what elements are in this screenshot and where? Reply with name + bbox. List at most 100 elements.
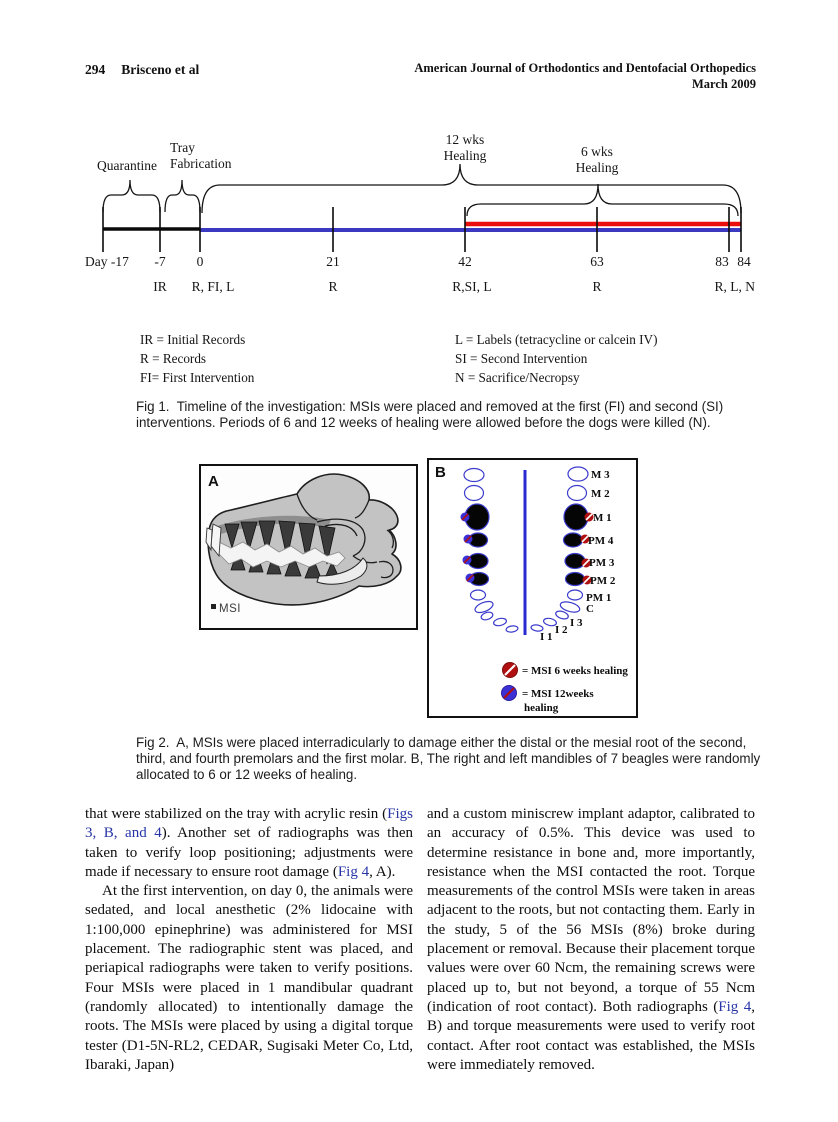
panel-b-letter: B [435,464,446,481]
body-paragraph: At the first intervention, on day 0, the… [85,882,413,1075]
tooth-i2-right [543,617,557,627]
body-text-segment: ). Another set of radiographs was then t… [85,825,413,880]
legend-item: N = Sacrifice/Necropsy [455,370,580,386]
msi-markers-12wk [460,512,475,583]
event-label: R, L, N [715,279,756,294]
body-text-segment: that were stabilized on the tray with ac… [85,806,388,822]
12wks-healing-brace [201,163,742,214]
tooth-m3-right [567,466,589,482]
day-label: 83 [715,254,729,269]
tooth-pm2-right [564,571,586,587]
msi-markers-6wk [580,512,594,585]
body-column-left: that were stabilized on the tray with ac… [85,805,413,1075]
legend-item: IR = Initial Records [140,332,246,347]
abbreviation-legend-left: IR = Initial Records R = Records FI= Fir… [140,330,254,388]
phase-12wks-label-line2: Healing [444,148,487,163]
tooth-i1-right [530,624,544,632]
msi-12wk-legend-icon [501,685,517,701]
figure2-caption: Fig 2. A, MSIs were placed interradicula… [136,735,761,783]
legend-12wk-label-line1: = MSI 12weeks [522,688,594,700]
tooth-label: PM 1 [586,592,611,604]
journal-title: American Journal of Orthodontics and Den… [414,61,756,75]
figure-reference-link[interactable]: Fig 4 [337,863,370,880]
event-label: R,SI, L [452,279,491,294]
tooth-pm1-left [469,589,487,601]
legend-item: SI = Second Intervention [455,351,588,367]
figure-reference-link[interactable]: Fig 4 [718,998,752,1015]
tooth-label: I 1 [540,631,553,643]
tooth-c-left [474,600,494,614]
legend-6wk-label: = MSI 6 weeks healing [522,665,628,677]
tooth-label: M 2 [591,488,610,500]
page-number: 294 [85,62,106,77]
tooth-pm4-right [562,532,584,548]
phase-tray-label-line2: Fabrication [170,156,232,171]
6wks-healing-brace [466,183,739,217]
phase-6wks-label-line1: 6 wks [581,144,613,159]
msi-label: MSI [219,603,241,615]
event-label: IR [153,279,167,294]
timeline-ticks [102,207,742,252]
tooth-label: PM 4 [588,535,614,547]
legend-12wk-label-line2: healing [524,702,559,714]
tray-fabrication-brace [164,179,201,213]
day-label: -7 [154,254,165,269]
phase-tray-label-line1: Tray [170,140,195,155]
event-label: R [328,279,337,294]
abbreviation-legend-right: L = Labels (tetracycline or calcein IV) … [455,330,657,388]
day-label: 21 [326,254,340,269]
tooth-c-right [559,601,581,613]
left-mandible-teeth [463,467,519,633]
tooth-label: PM 3 [589,557,615,569]
figure2-panel-a: A MSI [199,464,418,630]
tooth-m2-left [463,484,485,502]
figure2-panel-b: B [427,458,638,718]
tooth-i2-left [493,617,507,627]
body-text-segment: At the first intervention, on day 0, the… [85,883,413,1073]
journal-issue: March 2009 [692,77,756,91]
day-label: Day -17 [85,254,129,269]
body-text-segment: , B) and torque measurements were used t… [427,998,755,1073]
msi-square-marker [211,604,216,609]
msi-6wk-marker [584,512,594,522]
dog-skull-illustration [205,473,402,606]
tooth-label: M 1 [593,512,612,524]
legend-item: FI= First Intervention [140,370,255,386]
day-label: 63 [590,254,604,269]
msi-6wk-marker [582,575,592,585]
figure1-caption: Fig 1. Timeline of the investigation: MS… [136,399,724,431]
msi-12wk-marker [460,512,470,522]
msi-6wk-marker [580,534,590,544]
body-paragraph: and a custom miniscrew implant adaptor, … [427,805,755,1075]
body-text-segment: and a custom miniscrew implant adaptor, … [427,806,755,1015]
tooth-m2-right [566,484,588,502]
quarantine-brace [102,179,161,213]
tooth-label: PM 2 [590,575,616,587]
tooth-i1-left [505,625,519,633]
day-label: 0 [197,254,204,269]
tooth-label: C [586,603,594,615]
day-label: 42 [458,254,472,269]
msi-12wk-marker [465,573,475,583]
body-paragraph: that were stabilized on the tray with ac… [85,805,413,882]
phase-6wks-label-line2: Healing [576,160,619,175]
legend-item: R = Records [140,351,207,367]
body-column-right: and a custom miniscrew implant adaptor, … [427,805,755,1075]
tooth-m3-left [463,467,485,483]
figure-reference-link[interactable]: Figs 3, B, and 4 [85,806,413,842]
tooth-label: I 3 [570,617,583,629]
running-head-right: American Journal of Orthodontics and Den… [414,60,756,92]
tooth-pm1-right [566,589,584,601]
msi-12wk-marker [463,534,473,544]
phase-quarantine-label: Quarantine [97,158,157,173]
tooth-label: I 2 [555,624,568,636]
tooth-m1-right [563,503,589,531]
phase-12wks-label-line1: 12 wks [446,132,485,147]
panel-a-letter: A [208,473,219,490]
dog-skull-figure: A MSI [205,473,402,615]
msi-12wk-marker [462,555,472,565]
day-label: 84 [737,254,751,269]
tooth-i3-left [480,611,494,621]
